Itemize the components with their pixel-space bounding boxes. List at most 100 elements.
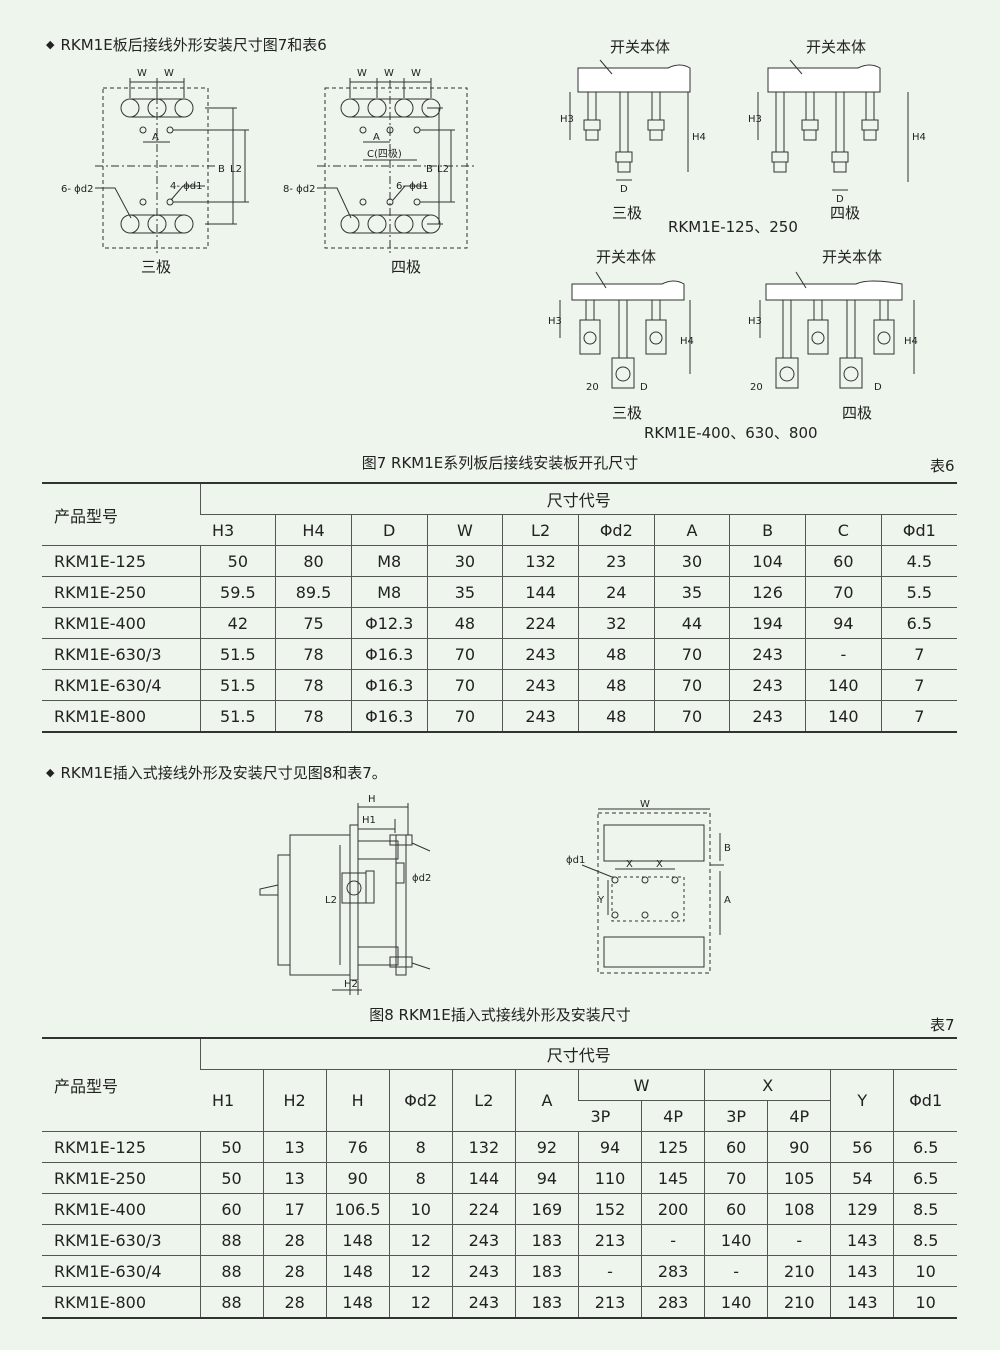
table7-value-cell: - (767, 1224, 831, 1256)
dim-h3: H3 (748, 316, 762, 327)
table6-value-cell: 80 (275, 545, 352, 577)
table6-value-cell: 144 (502, 576, 579, 608)
table6-value-cell: 6.5 (880, 607, 957, 639)
table7-sub-header: 3P (704, 1100, 768, 1132)
table7-value-cell: 10 (388, 1193, 453, 1225)
table6-value-cell: 51.5 (199, 669, 276, 701)
table6-value-cell: 48 (577, 700, 655, 733)
table7-col-header: W (577, 1069, 705, 1101)
table6-value-cell: 70 (653, 700, 730, 733)
dim-x: X (626, 859, 633, 870)
table6-value-cell: 59.5 (199, 576, 276, 608)
table7-value-cell: 60 (704, 1193, 768, 1225)
table6: 产品型号 尺寸代号 H3 H4 D W L2 Φd2 A B C Φd1 RKM… (42, 482, 957, 733)
table7-value-cell: 129 (830, 1193, 894, 1225)
dim-h4: H4 (692, 132, 706, 143)
table7-col-header: H2 (262, 1069, 327, 1132)
table7-value-cell: 140 (704, 1224, 768, 1256)
table6-value-cell: 51.5 (199, 700, 276, 733)
table6-col-header: H3 (200, 514, 276, 546)
table7-col-header: X (704, 1069, 831, 1101)
table7-value-cell: 210 (767, 1286, 831, 1319)
dim-x: X (656, 859, 663, 870)
table7-value-cell: 8 (388, 1131, 453, 1163)
table7-value-cell: 13 (262, 1131, 327, 1163)
table7-value-cell: 148 (325, 1255, 390, 1287)
label-four-pole: 四极 (830, 204, 860, 222)
table7: 产品型号 尺寸代号 H1 H2 H Φd2 L2 A W X Y Φd1 3P … (42, 1037, 957, 1319)
table7-value-cell: 224 (451, 1193, 516, 1225)
dim-w: W (384, 68, 394, 79)
table7-value-cell: 210 (767, 1255, 831, 1287)
table6-value-cell: 7 (880, 669, 957, 701)
table6-value-cell: 50 (199, 545, 276, 577)
table7-value-cell: 6.5 (893, 1131, 957, 1163)
table7-value-cell: 76 (325, 1131, 390, 1163)
table7-group-header: 尺寸代号 (199, 1037, 957, 1070)
table7-value-cell: 183 (514, 1255, 579, 1287)
model-label-125-250: RKM1E-125、250 (668, 218, 798, 236)
table6-value-cell: 140 (805, 700, 882, 733)
table6-value-cell: 35 (426, 576, 503, 608)
body-label: 开关本体 (596, 248, 656, 266)
table7-value-cell: 183 (514, 1224, 579, 1256)
table7-col-header: H1 (200, 1069, 264, 1132)
table7-value-cell: 243 (451, 1286, 516, 1319)
table7-value-cell: 88 (199, 1255, 264, 1287)
table6-number: 表6 (930, 457, 955, 475)
fig7-terminal-diagram-125-250: H3 H4 D H3 H4 D 开关本体 开关本体 三极 四极 RKM1E-12… (560, 38, 926, 236)
table6-col-header: C (805, 514, 882, 546)
table7-col-header: L2 (451, 1069, 516, 1132)
table7-value-cell: 17 (262, 1193, 327, 1225)
table6-value-cell: 48 (426, 607, 503, 639)
table6-value-cell: 70 (805, 576, 882, 608)
table6-col-header: B (729, 514, 806, 546)
table7-value-cell: 56 (830, 1131, 894, 1163)
label-three-pole: 三极 (612, 204, 642, 222)
table7-value-cell: 70 (704, 1162, 768, 1194)
dim-d: D (640, 382, 648, 393)
table6-value-cell: 70 (426, 700, 503, 733)
table7-value-cell: 90 (325, 1162, 390, 1194)
table6-value-cell: 78 (275, 700, 352, 733)
table6-col-header: H4 (275, 514, 352, 546)
table7-value-cell: 183 (514, 1286, 579, 1319)
section-heading-2: ◆RKM1E插入式接线外形及安装尺寸见图8和表7。 (46, 764, 387, 782)
table7-value-cell: 105 (767, 1162, 831, 1194)
table7-value-cell: 213 (577, 1224, 642, 1256)
table6-col-header: A (653, 514, 730, 546)
table7-col-header: A (514, 1069, 579, 1132)
table7-value-cell: 60 (199, 1193, 264, 1225)
table7-model-header: 产品型号 (42, 1037, 200, 1132)
table7-model-cell: RKM1E-800 (42, 1286, 200, 1319)
table7-value-cell: 108 (767, 1193, 831, 1225)
table7-value-cell: 145 (641, 1162, 705, 1194)
table7-value-cell: 148 (325, 1224, 390, 1256)
table7-value-cell: 12 (388, 1255, 453, 1287)
dim-h3: H3 (548, 316, 562, 327)
dim-d1: ϕd1 (566, 855, 585, 866)
table6-value-cell: 30 (426, 545, 503, 577)
table7-value-cell: 144 (451, 1162, 516, 1194)
table6-value-cell: M8 (350, 545, 428, 577)
dim-a: A (724, 895, 731, 906)
table6-value-cell: 104 (729, 545, 806, 577)
dim-h2: H2 (344, 979, 358, 990)
table6-value-cell: 60 (805, 545, 882, 577)
table6-model-cell: RKM1E-800 (42, 700, 200, 733)
fig7-caption: 图7 RKM1E系列板后接线安装板开孔尺寸 (361, 454, 639, 472)
table6-value-cell: 30 (653, 545, 730, 577)
dim-h3: H3 (748, 114, 762, 125)
table6-value-cell: 70 (426, 669, 503, 701)
dim-c: C(四极) (367, 147, 402, 160)
label-three-pole: 三极 (141, 258, 171, 276)
dim-h4: H4 (680, 336, 694, 347)
table7-value-cell: 140 (704, 1286, 768, 1319)
table6-value-cell: 243 (729, 700, 806, 733)
body-label: 开关本体 (806, 38, 866, 56)
table7-model-cell: RKM1E-125 (42, 1131, 200, 1163)
table6-model-cell: RKM1E-630/4 (42, 669, 200, 701)
